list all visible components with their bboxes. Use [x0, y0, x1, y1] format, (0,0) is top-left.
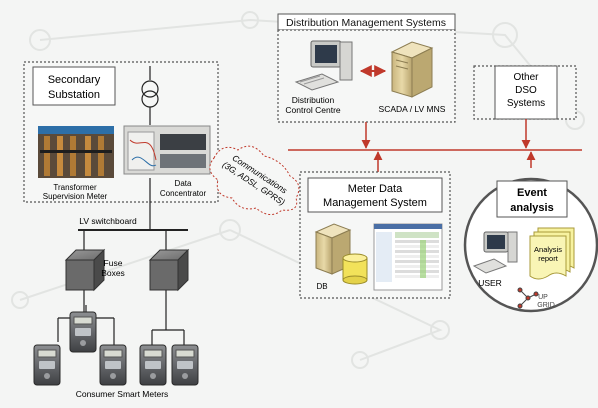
smart-meter-icon [171, 344, 199, 386]
substation-title-1: Secondary [48, 74, 101, 86]
report-label-2: report [538, 254, 559, 263]
report-stack-icon [529, 227, 575, 280]
smart-meter-icon [33, 344, 61, 386]
other-dso-box [494, 65, 558, 120]
smart-meter-icon [139, 344, 167, 386]
fuse-boxes-label-2: Boxes [101, 268, 125, 278]
other-dso-line2: DSO [515, 85, 537, 96]
mdms-title-1: Meter Data [348, 183, 403, 195]
upgrid-logo-2: GRID [537, 302, 555, 309]
event-analysis-group: Event analysis USER Analysis report UP G… [463, 177, 598, 313]
distribution-title: Distribution Management Systems [286, 17, 446, 29]
database-cylinder-icon [342, 253, 368, 285]
user-computer-icon [472, 231, 518, 274]
transformer-icon [141, 66, 159, 125]
scada-label: SCADA / LV MNS [379, 104, 446, 114]
other-dso-line1: Other [513, 72, 539, 83]
control-centre-label-1: Distribution [292, 95, 335, 105]
distribution-management-group: Distribution Management Systems Distribu… [277, 13, 456, 123]
event-title-box [496, 180, 568, 218]
substation-title-2: Substation [48, 89, 100, 101]
db-label: DB [316, 282, 327, 291]
data-concentrator-photo [123, 125, 211, 175]
lv-network [57, 178, 188, 345]
fuse-box-left-icon [64, 248, 106, 292]
event-title-1: Event [517, 187, 547, 199]
transformer-meter-photo [38, 126, 114, 178]
control-centre-label-2: Control Centre [285, 105, 341, 115]
transformer-label-1: Transformer [53, 183, 97, 192]
smart-meter-icon [69, 311, 97, 353]
server-icon [390, 41, 434, 98]
upgrid-logo-icon [517, 287, 539, 309]
concentrator-label-2: Concentrator [160, 189, 207, 198]
upgrid-logo-1: UP [538, 294, 548, 301]
secondary-substation-group: Secondary Substation Transformer Supervi… [23, 61, 219, 203]
other-dso-line3: Systems [507, 98, 545, 109]
smart-meters-label: Consumer Smart Meters [76, 389, 169, 399]
computer-icon [294, 40, 353, 91]
report-label-1: Analysis [534, 245, 562, 254]
communication-bus [288, 119, 582, 172]
concentrator-label-1: Data [175, 179, 192, 188]
substation-title-box [32, 66, 116, 106]
communications-cloud: Communications (3G, ADSL, GPRS) [209, 145, 300, 215]
mdms-title-box [307, 177, 443, 213]
smart-meters [33, 311, 199, 386]
smart-meter-icon [99, 344, 127, 386]
cloud-shape [209, 145, 300, 215]
user-label: USER [478, 278, 502, 288]
mdms-title-2: Management System [323, 197, 427, 209]
mdms-software-screenshot [373, 223, 443, 291]
transformer-label-2: Supervision Meter [43, 192, 108, 201]
lv-switchboard-label: LV switchboard [79, 216, 137, 226]
event-title-2: analysis [510, 202, 553, 214]
other-dso-group: Other DSO Systems [473, 65, 577, 120]
fuse-boxes-label-1: Fuse [104, 258, 123, 268]
fuse-box-right-icon [148, 248, 190, 292]
mdms-group: Meter Data Management System DB [299, 171, 451, 299]
